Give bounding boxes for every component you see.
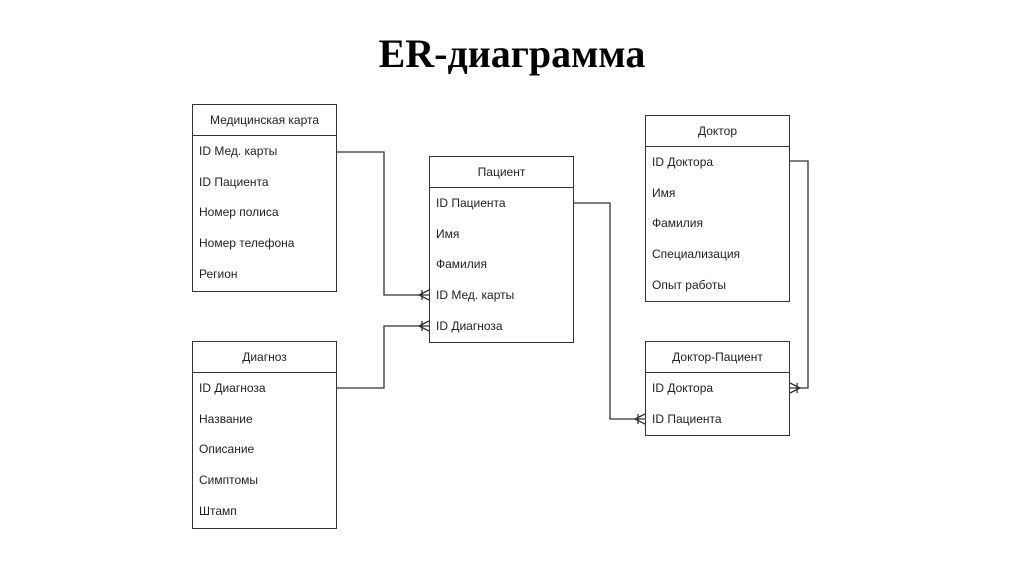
field-diagnosis-description: Описание [199, 442, 255, 457]
field-first-name: Имя [652, 185, 676, 200]
field-doctor-id: ID Доктора [652, 155, 714, 169]
field-diagnosis-id: ID Диагноза [199, 381, 266, 395]
entity-doctor-patient-title: Доктор-Пациент [646, 342, 789, 373]
field-last-name: Фамилия [436, 257, 487, 272]
link-doctor-doctorpatient-crowfoot-bottom [789, 387, 801, 394]
entity-medical-card-title: Медицинская карта [193, 105, 336, 136]
field-region: Регион [199, 266, 238, 281]
link-medcard-patient-crowfoot-top [418, 289, 430, 296]
field-phone-number: Номер телефона [199, 236, 295, 251]
link-medcard-patient [337, 151, 429, 296]
field-last-name: Фамилия [652, 216, 703, 231]
entity-doctor-title: Доктор [646, 116, 789, 147]
entity-doctor-patient: Доктор-Пациент ID Доктора ID Пациента [645, 341, 790, 436]
field-medcard-id: ID Мед. карты [199, 144, 278, 158]
entity-diagnosis-title: Диагноз [193, 342, 336, 373]
entity-medical-card: Медицинская карта ID Мед. карты ID Пацие… [192, 104, 337, 292]
field-medcard-id: ID Мед. карты [436, 288, 515, 303]
field-patient-id: ID Пациента [436, 196, 506, 210]
link-patient-doctorpatient [574, 202, 645, 420]
field-doctor-id: ID Доктора [652, 381, 714, 395]
field-specialization: Специализация [652, 247, 741, 262]
field-patient-id: ID Пациента [199, 174, 269, 189]
link-medcard-patient-crowfoot-bottom [418, 294, 430, 301]
link-doctor-doctorpatient [790, 160, 809, 389]
link-diagnosis-patient-crowfoot-top [418, 320, 430, 327]
field-policy-number: Номер полиса [199, 205, 279, 220]
field-diagnosis-name: Название [199, 411, 253, 426]
field-diagnosis-symptoms: Симптомы [199, 473, 259, 488]
field-experience: Опыт работы [652, 277, 727, 292]
link-doctor-doctorpatient-crowfoot-top [789, 382, 801, 389]
page-title: ER-диаграмма [378, 31, 646, 76]
field-first-name: Имя [436, 226, 460, 241]
link-diagnosis-patient [337, 325, 429, 389]
link-patient-doctorpatient-crowfoot-bottom [634, 418, 646, 425]
field-patient-id: ID Пациента [652, 411, 722, 426]
field-diagnosis-strain: Штамп [199, 503, 237, 518]
entity-patient: Пациент ID Пациента Имя Фамилия ID Мед. … [429, 156, 574, 343]
link-patient-doctorpatient-crowfoot-top [634, 413, 646, 420]
entity-diagnosis: Диагноз ID Диагноза Название Описание Си… [192, 341, 337, 529]
entity-patient-title: Пациент [430, 157, 573, 188]
link-diagnosis-patient-crowfoot-bottom [418, 325, 430, 332]
field-diagnosis-id: ID Диагноза [436, 318, 503, 333]
entity-doctor: Доктор ID Доктора Имя Фамилия Специализа… [645, 115, 790, 302]
